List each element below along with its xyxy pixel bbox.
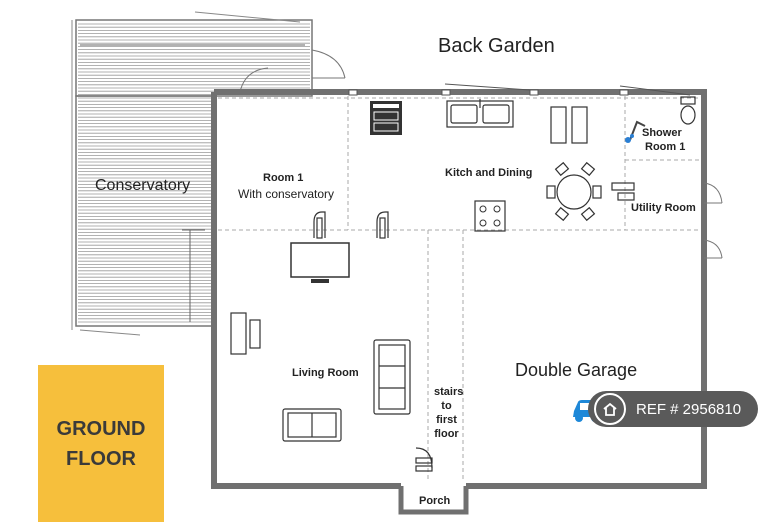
- cabinet-icon: [230, 312, 261, 355]
- sink-icon: [446, 99, 514, 128]
- hob-icon: [474, 200, 506, 232]
- conservatory-structure: [71, 11, 346, 336]
- ground-floor-badge: GROUND FLOOR: [38, 365, 164, 522]
- house-icon: [594, 393, 626, 425]
- conservatory-label: Conservatory: [95, 177, 191, 194]
- oven-icon: [370, 101, 402, 135]
- stairs-label-line1: stairs: [434, 386, 464, 398]
- badge-line1: GROUND: [56, 417, 146, 440]
- back-wall-windows: [348, 83, 691, 96]
- stairs-label-line4: floor: [434, 428, 459, 440]
- porch-door: [415, 447, 433, 472]
- shower-label-line1: Shower: [642, 127, 682, 139]
- back-garden-label: Back Garden: [438, 35, 555, 57]
- living-room-label: Living Room: [292, 367, 359, 379]
- kitchen-label: Kitch and Dining: [445, 167, 533, 179]
- garage-label: Double Garage: [515, 360, 638, 380]
- room1-title: Room 1: [263, 172, 304, 184]
- tv-icon: [290, 242, 350, 283]
- dining-table-icon: [546, 161, 602, 222]
- ref-badge: REF # 2956810: [588, 391, 758, 427]
- badge-line2: FLOOR: [66, 447, 136, 470]
- sofa-icon: [373, 339, 411, 415]
- loveseat-icon: [282, 408, 342, 442]
- interior-partitions: [218, 96, 700, 482]
- side-doors: [703, 182, 723, 259]
- fridge-icon: [550, 106, 588, 144]
- stairs-label-line2: to: [441, 400, 452, 412]
- outer-walls: [211, 89, 707, 515]
- utility-label: Utility Room: [631, 202, 696, 214]
- shower-label-line2: Room 1: [645, 141, 686, 153]
- ref-text: REF # 2956810: [636, 400, 742, 418]
- interior-doors: [313, 211, 389, 239]
- stairs-label-line3: first: [436, 414, 457, 426]
- shower-icon: [625, 120, 646, 143]
- porch-label: Porch: [419, 495, 451, 507]
- toilet-icon: [680, 96, 696, 125]
- utility-steps-icon: [611, 182, 635, 201]
- room1-subtitle: With conservatory: [238, 187, 335, 201]
